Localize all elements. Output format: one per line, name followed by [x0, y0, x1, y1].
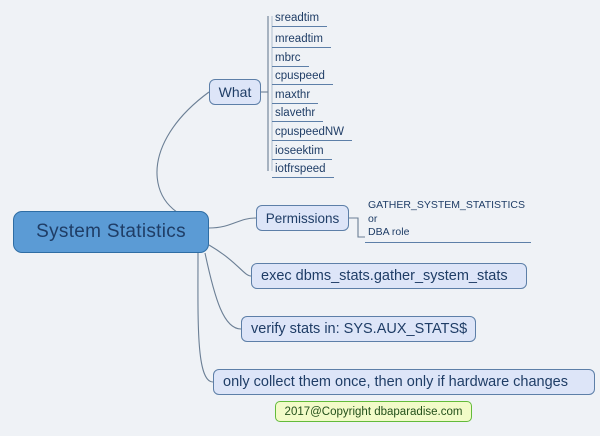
- branch-node-verify[interactable]: verify stats in: SYS.AUX_STATS$: [241, 316, 476, 342]
- branch-node-permissions-label: Permissions: [265, 210, 340, 226]
- leaf-label: maxthr: [275, 89, 311, 101]
- root-node[interactable]: System Statistics: [13, 211, 209, 253]
- copyright-badge: 2017@Copyright dbaparadise.com: [275, 401, 472, 422]
- connector-root-verify: [204, 252, 242, 330]
- leaf-label: iotfrspeed: [275, 163, 326, 175]
- connector-root-exec: [208, 244, 252, 277]
- permissions-detail-line-2: or: [368, 212, 378, 225]
- permissions-detail-line-1: GATHER_SYSTEM_STATISTICS: [368, 199, 525, 211]
- connector-root-permissions: [208, 217, 257, 229]
- leaf-label: ioseektim: [275, 145, 324, 157]
- copyright-label: 2017@Copyright dbaparadise.com: [284, 405, 463, 418]
- leaf-sreadtim[interactable]: sreadtim: [271, 12, 328, 27]
- leaf-cpuspeed[interactable]: cpuspeed: [272, 70, 333, 85]
- branch-node-permissions[interactable]: Permissions: [256, 205, 349, 231]
- branch-node-exec-label: exec dbms_stats.gather_system_stats: [261, 268, 508, 284]
- leaf-ioseektim[interactable]: ioseektim: [272, 145, 332, 160]
- leaf-cpuspeednw[interactable]: cpuspeedNW: [271, 126, 353, 141]
- leaf-label: slavethr: [275, 107, 316, 119]
- leaf-label: mreadtim: [275, 33, 323, 45]
- branch-node-exec[interactable]: exec dbms_stats.gather_system_stats: [251, 263, 527, 289]
- leaf-label: mbrc: [275, 52, 301, 64]
- branch-node-verify-label: verify stats in: SYS.AUX_STATS$: [251, 321, 468, 337]
- leaf-slavethr[interactable]: slavethr: [271, 107, 324, 122]
- connector-root-collect: [197, 252, 214, 383]
- leaf-label: sreadtim: [275, 12, 320, 24]
- leaf-maxthr[interactable]: maxthr: [271, 89, 319, 104]
- leaf-mbrc[interactable]: mbrc: [272, 52, 308, 67]
- leaf-mreadtim[interactable]: mreadtim: [272, 33, 331, 48]
- branch-node-what[interactable]: What: [209, 79, 261, 105]
- connector-root-what: [156, 91, 210, 223]
- root-node-label: System Statistics: [36, 221, 186, 242]
- connector-permissions-detail: [349, 217, 365, 238]
- branch-node-collect[interactable]: only collect them once, then only if har…: [213, 369, 595, 395]
- permissions-detail: GATHER_SYSTEM_STATISTICS or DBA role: [365, 199, 531, 242]
- leaf-label: cpuspeedNW: [275, 126, 345, 138]
- leaf-iotfrspeed[interactable]: iotfrspeed: [272, 163, 333, 178]
- branch-node-collect-label: only collect them once, then only if har…: [223, 374, 568, 390]
- leaf-label: cpuspeed: [275, 70, 325, 82]
- branch-node-what-label: What: [218, 84, 252, 100]
- permissions-detail-line-3: DBA role: [368, 226, 410, 238]
